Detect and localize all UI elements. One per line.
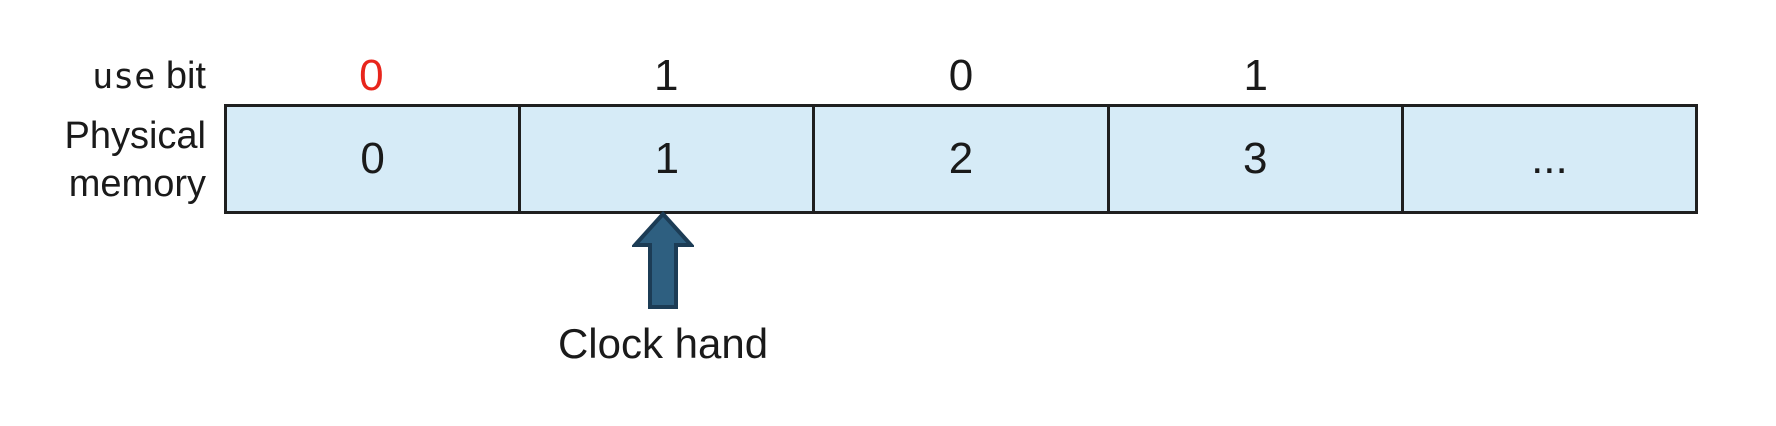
memory-frame-2: 2 — [812, 107, 1106, 211]
use-bit-label-mono-part: use — [92, 57, 156, 97]
use-bit-value-3: 1 — [1243, 51, 1269, 100]
clock-hand-arrow-up-icon — [632, 211, 694, 309]
use-bit-row-label: use bit — [0, 48, 206, 104]
use-bit-value-0: 0 — [359, 51, 384, 100]
physical-memory-label-line2: memory — [68, 163, 206, 205]
frame-number-0: 0 — [360, 134, 385, 183]
clock-hand-label: Clock hand — [557, 320, 769, 367]
arrow-up-shape — [632, 211, 694, 309]
memory-frame-3: 3 — [1106, 107, 1401, 211]
use-bit-row: 0 1 0 1 — [224, 48, 1698, 104]
use-bit-value-1: 1 — [653, 51, 679, 100]
frame-number-ellipsis: ... — [1531, 134, 1568, 183]
frame-number-3: 3 — [1242, 134, 1268, 183]
physical-memory-label: Physical memory — [0, 112, 207, 208]
use-bit-label-rest-part: bit — [155, 55, 206, 97]
physical-memory-label-line1: Physical — [64, 115, 207, 157]
frame-number-2: 2 — [948, 134, 974, 183]
memory-frame-0: 0 — [227, 107, 518, 211]
frame-number-1: 1 — [654, 134, 680, 183]
use-bit-value-2: 0 — [948, 51, 974, 100]
use-bit-value-empty — [1403, 48, 1698, 104]
physical-memory-frames: 0 1 2 3 ... — [224, 104, 1698, 214]
memory-frame-ellipsis: ... — [1400, 107, 1695, 211]
memory-frame-1: 1 — [518, 107, 812, 211]
